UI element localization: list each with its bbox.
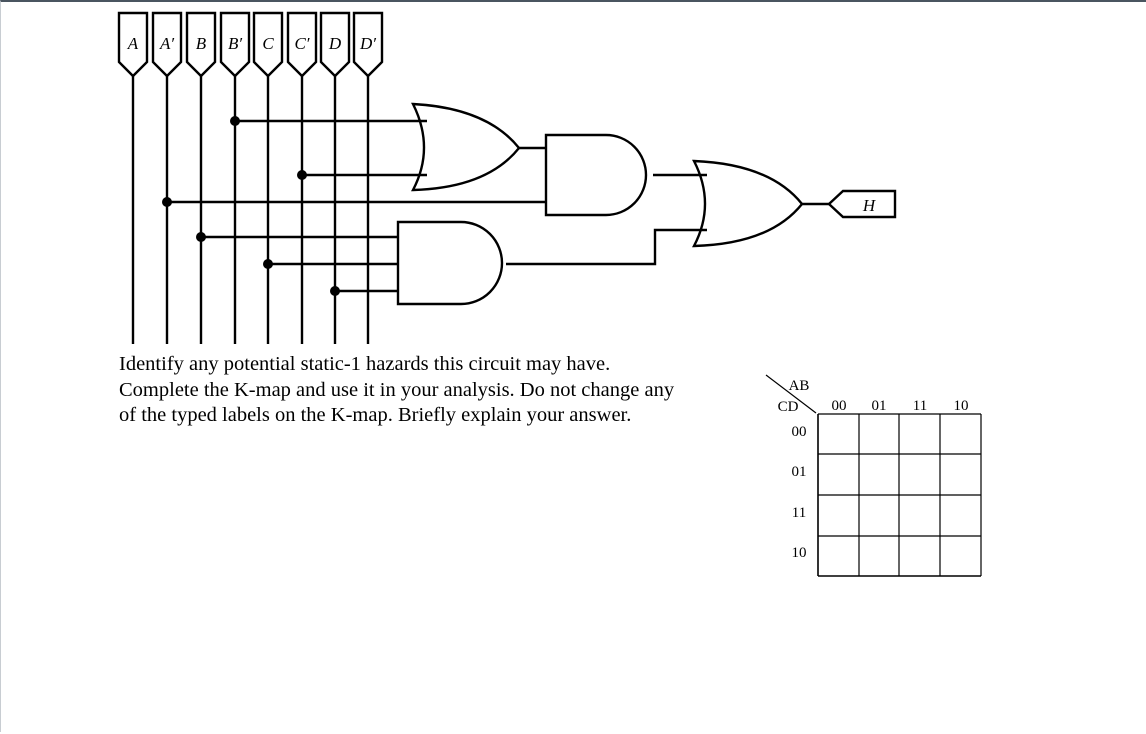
- input-pin: [286, 11, 318, 78]
- input-pin: [352, 11, 384, 78]
- input-pin: [252, 11, 284, 78]
- or-gate-1: [410, 102, 521, 192]
- question-text: Identify any potential static-1 hazards …: [119, 352, 749, 429]
- and-gate-1: [544, 133, 648, 217]
- input-pin: [151, 11, 183, 78]
- input-bus: [131, 76, 370, 344]
- input-label: A′: [159, 34, 174, 53]
- input-label: B′: [228, 34, 242, 53]
- output-pin: [827, 189, 897, 219]
- input-label: A: [127, 34, 139, 53]
- input-pin: [117, 11, 149, 78]
- input-label: C: [262, 34, 274, 53]
- junction-dots: [162, 116, 340, 296]
- or-gate-2: [691, 159, 804, 248]
- input-pin: [219, 11, 251, 78]
- and-gate-2: [396, 220, 504, 306]
- input-label: D: [328, 34, 342, 53]
- input-label: C′: [294, 34, 309, 53]
- wires: [167, 119, 829, 293]
- question-line: Complete the K-map and use it in your an…: [119, 378, 675, 401]
- input-label: D′: [359, 34, 376, 53]
- question-line: of the typed labels on the K-map. Briefl…: [119, 404, 632, 426]
- input-label: B: [196, 34, 207, 53]
- question-line: Identify any potential static-1 hazards …: [119, 353, 611, 375]
- input-pin: [185, 11, 217, 78]
- input-pin: [319, 11, 351, 78]
- output-label: H: [862, 196, 877, 215]
